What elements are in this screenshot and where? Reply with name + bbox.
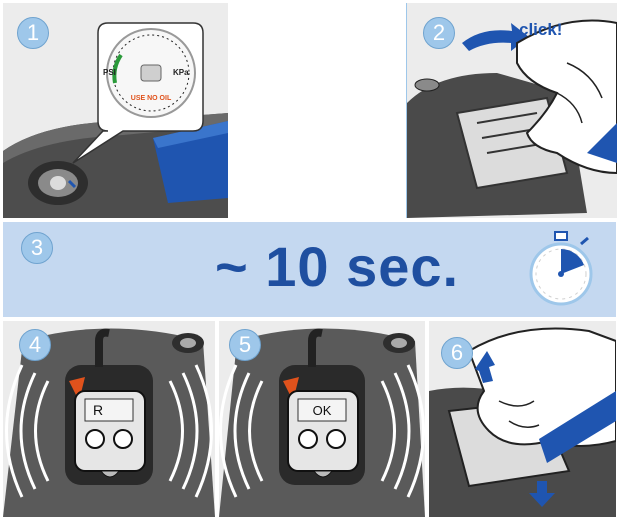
click-caption: click! bbox=[519, 20, 562, 40]
gauge-label-right: KPa bbox=[173, 68, 189, 77]
step-4-display-text: R bbox=[93, 402, 103, 418]
step-4-panel: 4 R bbox=[3, 321, 215, 517]
step-5-panel: 5 OK bbox=[219, 321, 425, 517]
step-2-badge: 2 bbox=[423, 17, 455, 49]
step-6-badge: 6 bbox=[441, 337, 473, 369]
step-6-panel: 6 bbox=[429, 321, 616, 517]
stopwatch-icon bbox=[526, 230, 596, 310]
step-4-badge: 4 bbox=[19, 329, 51, 361]
gauge-warning-text: USE NO OIL bbox=[131, 95, 172, 102]
step-5-display-text: OK bbox=[313, 403, 332, 418]
step-2-panel: 2 click! bbox=[406, 3, 617, 218]
step-1-panel: 1 PSI KPa USE NO OIL bbox=[3, 3, 228, 218]
step-1-badge: 1 bbox=[17, 17, 49, 49]
gauge-label-left: PSI bbox=[103, 68, 116, 77]
step-3-badge: 3 bbox=[21, 232, 53, 264]
step-5-badge: 5 bbox=[229, 329, 261, 361]
duration-label: ~ 10 sec. bbox=[215, 234, 459, 300]
